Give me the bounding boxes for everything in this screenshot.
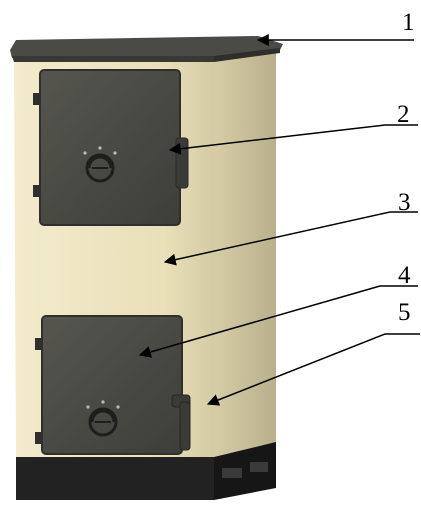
lower-door xyxy=(35,315,191,455)
callout-3-leader xyxy=(163,211,391,266)
callout-4-leader xyxy=(138,285,381,358)
callout-4: 4 xyxy=(138,262,418,358)
callout-2-number: 2 xyxy=(397,101,410,128)
callout-3: 3 xyxy=(163,189,418,266)
body-side xyxy=(214,45,276,457)
callout-5-leader xyxy=(206,333,386,406)
upper-door-vent-dial xyxy=(83,146,117,183)
callout-5: 5 xyxy=(206,299,420,406)
upper-door xyxy=(33,69,189,226)
callout-2-leader xyxy=(168,124,386,155)
callout-2: 2 xyxy=(168,101,418,155)
lower-door-vent-dial xyxy=(86,400,120,437)
boiler xyxy=(10,36,283,500)
callout-1: 1 xyxy=(256,9,415,46)
callout-4-number: 4 xyxy=(398,262,411,289)
base-plinth xyxy=(16,440,276,500)
callout-5-number: 5 xyxy=(398,299,411,326)
callout-3-number: 3 xyxy=(398,189,411,216)
top-cover xyxy=(10,36,283,58)
door-handle xyxy=(171,394,191,451)
callout-1-number: 1 xyxy=(402,9,415,36)
